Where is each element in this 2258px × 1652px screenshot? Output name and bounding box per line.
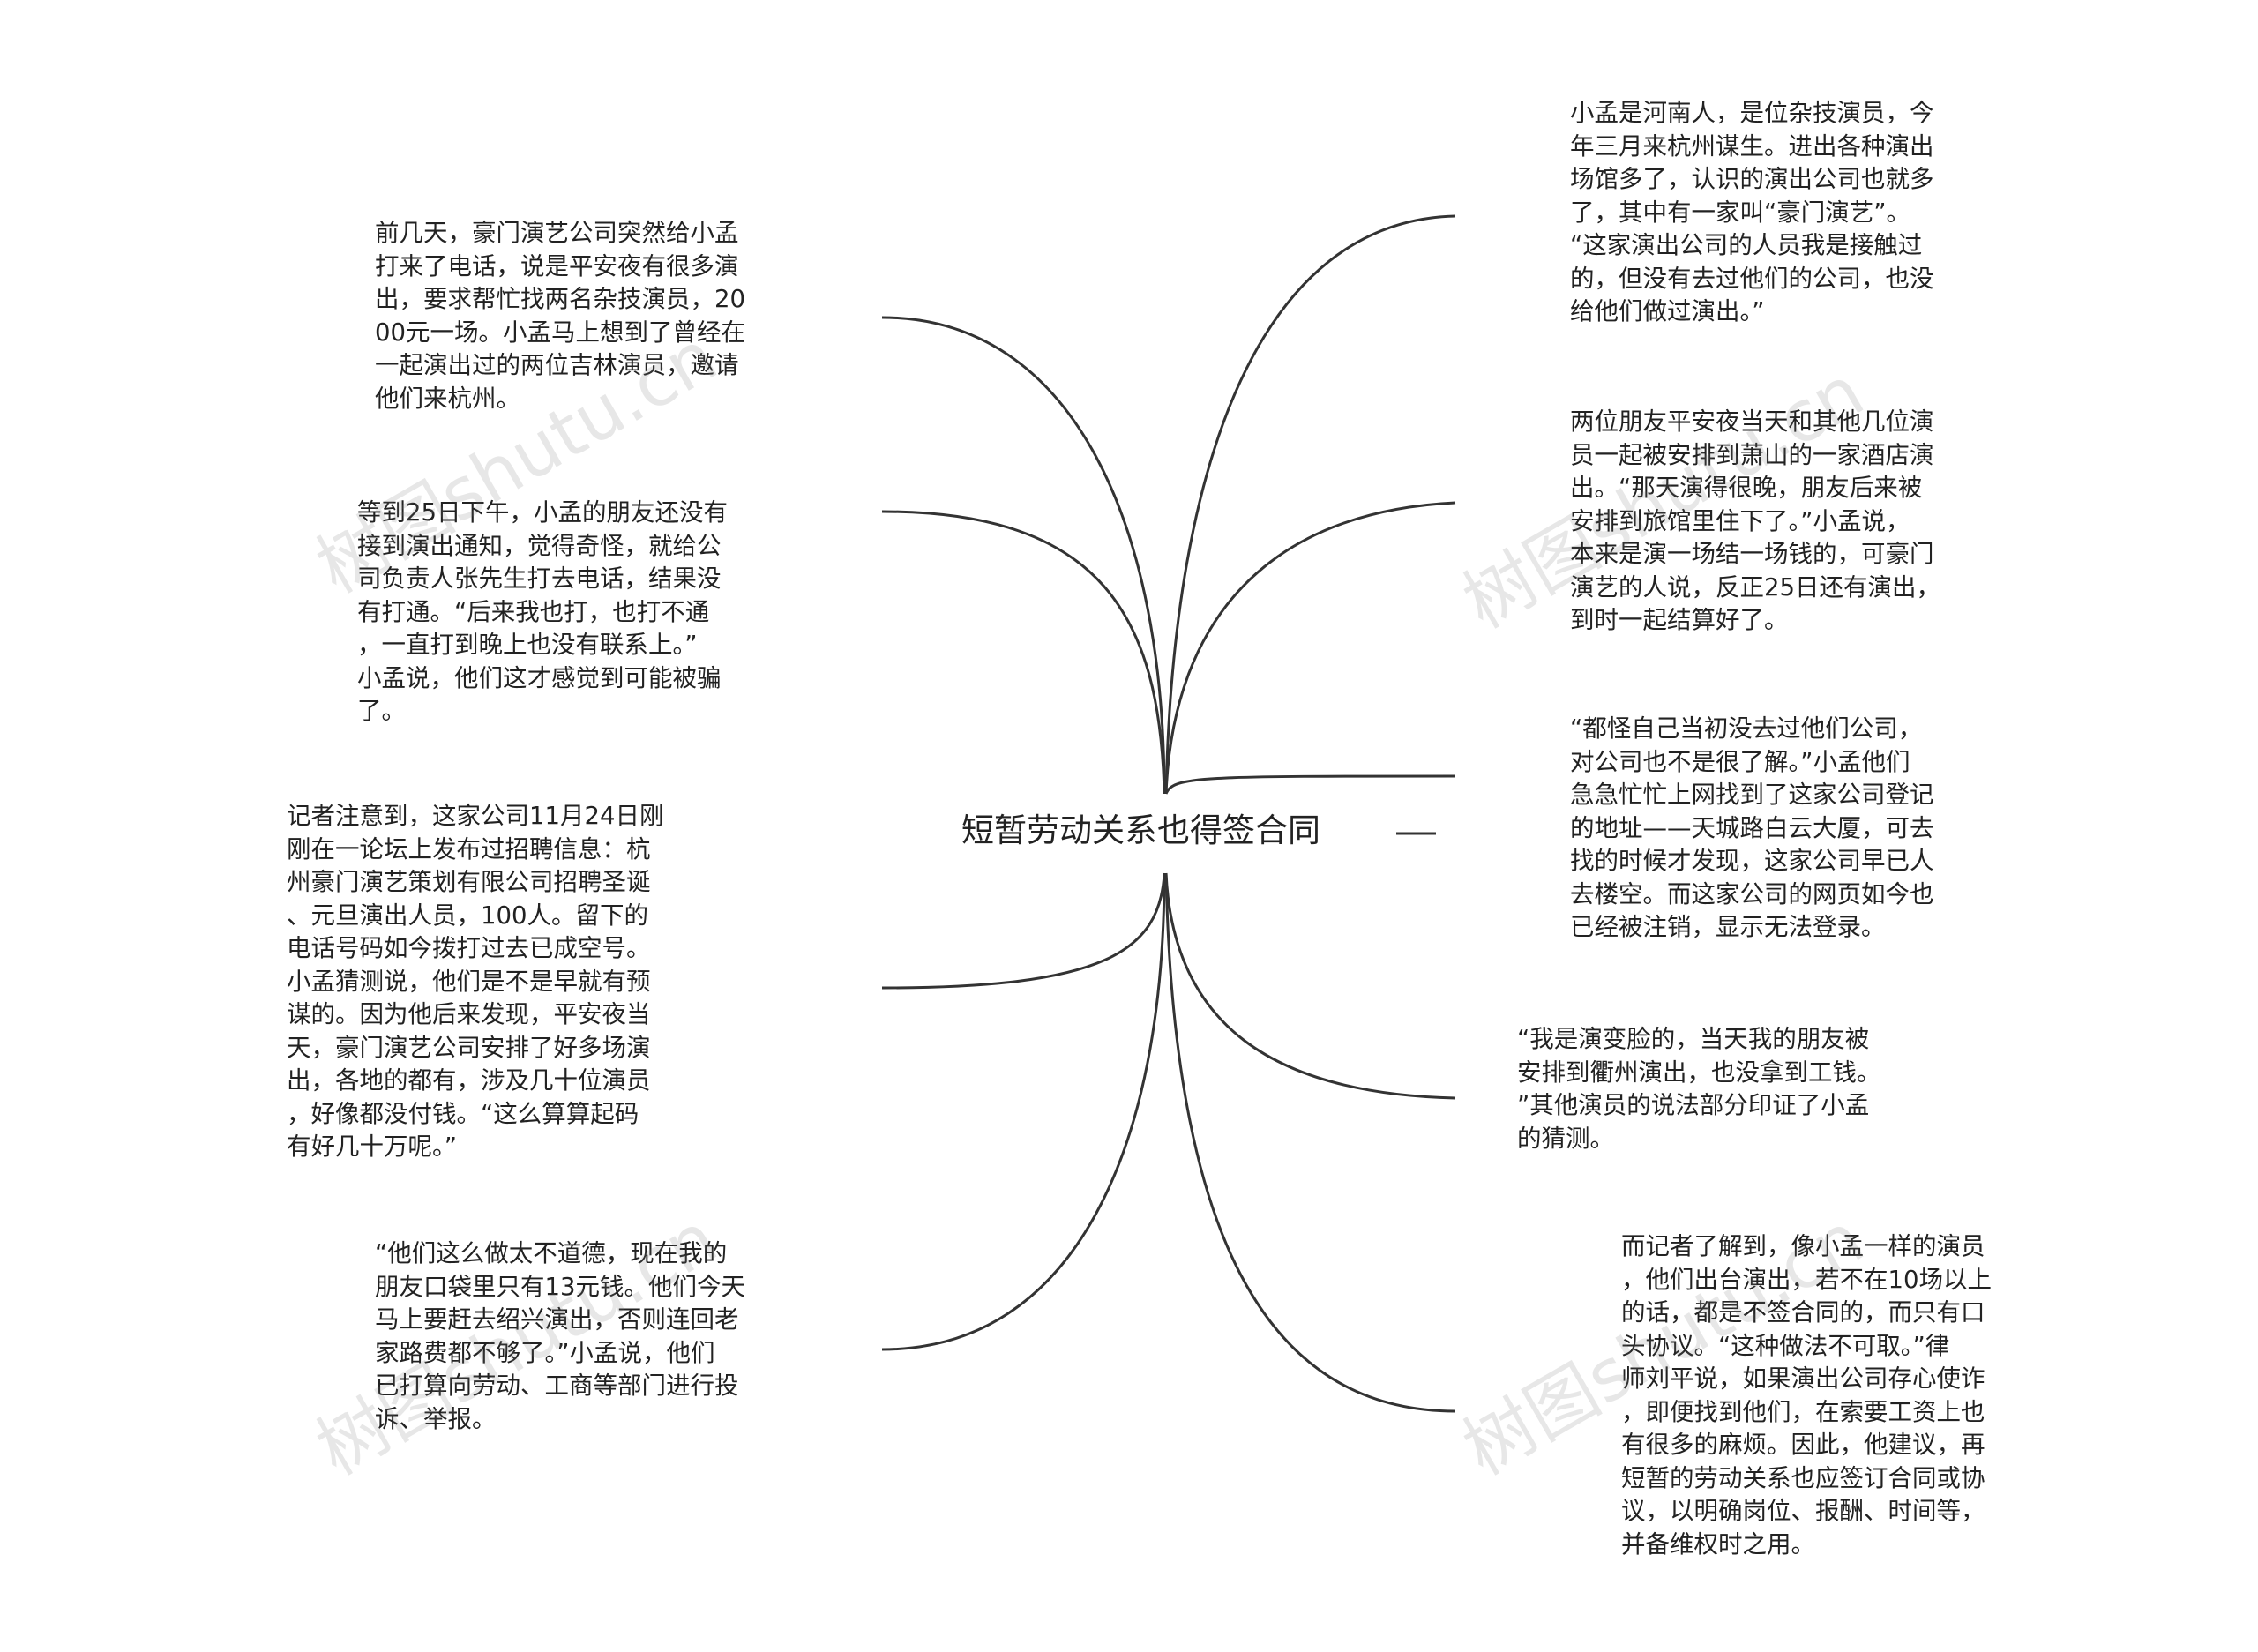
left-node-1-line: 打来了电话，说是平安夜有很多演 bbox=[375, 251, 739, 280]
right-node-1-line: 给他们做过演出。” bbox=[1570, 297, 1765, 325]
left-node-4-line: 马上要赶去绍兴演出，否则连回老 bbox=[375, 1305, 739, 1334]
left-node-2-line: 接到演出通知，觉得奇怪，就给公 bbox=[357, 531, 722, 560]
right-node-1-line: 的，但没有去过他们的公司，也没 bbox=[1570, 264, 1934, 293]
left-node-4-line: 已打算向劳动、工商等部门进行投 bbox=[375, 1372, 739, 1400]
connector-left-2 bbox=[881, 510, 1166, 795]
connector-right-4 bbox=[1164, 872, 1456, 1100]
right-node-1-line: 年三月来杭州谋生。进出各种演出 bbox=[1570, 131, 1934, 161]
left-node-3[interactable]: 记者注意到，这家公司11月24日刚 刚在一论坛上发布过招聘信息：杭 州豪门演艺策… bbox=[287, 800, 684, 1164]
right-node-4-line: 的猜测。 bbox=[1517, 1124, 1614, 1153]
right-node-5-line: 的话，都是不签合同的，而只有口 bbox=[1621, 1298, 1985, 1327]
left-node-3-line: 出，各地的都有，涉及几十位演员 bbox=[287, 1066, 651, 1095]
left-node-1-line: 前几天，豪门演艺公司突然给小孟 bbox=[375, 219, 739, 247]
left-node-2-line: 有打通。“后来我也打，也打不通 bbox=[357, 597, 710, 626]
connector-right-3 bbox=[1164, 774, 1456, 795]
right-node-5-line: 师刘平说，如果演出公司存心使诈 bbox=[1621, 1364, 1985, 1393]
left-node-3-line: 刚在一论坛上发布过招聘信息：杭 bbox=[287, 834, 651, 863]
left-node-3-line: 州豪门演艺策划有限公司招聘圣诞 bbox=[287, 868, 651, 896]
right-node-2-line: 安排到旅馆里住下了。”小孟说， bbox=[1570, 506, 1910, 535]
left-node-4-line: 家路费都不够了。”小孟说，他们 bbox=[375, 1338, 715, 1367]
right-node-1[interactable]: 小孟是河南人，是位杂技演员，今 年三月来杭州谋生。进出各种演出 场馆多了，认识的… bbox=[1570, 97, 1967, 329]
left-node-1-line: 00元一场。小孟马上想到了曾经在 bbox=[375, 318, 745, 347]
right-node-2-line: 员一起被安排到萧山的一家酒店演 bbox=[1570, 440, 1934, 469]
left-node-2-line: 等到25日下午，小孟的朋友还没有 bbox=[357, 498, 728, 527]
right-node-3-line: 去楼空。而这家公司的网页如今也 bbox=[1570, 879, 1934, 908]
right-node-4-line: “我是演变脸的，当天我的朋友被 bbox=[1517, 1025, 1870, 1053]
right-node-3-line: 已经被注销，显示无法登录。 bbox=[1570, 913, 1886, 941]
left-node-2-line: 司负责人张先生打去电话，结果没 bbox=[357, 564, 722, 593]
left-node-2[interactable]: 等到25日下午，小孟的朋友还没有 接到演出通知，觉得奇怪，就给公 司负责人张先生… bbox=[357, 497, 754, 729]
right-node-2-line: 出。“那天演得很晚，朋友后来被 bbox=[1570, 474, 1923, 502]
left-node-3-line: ，好像都没付钱。“这么算算起码 bbox=[287, 1099, 639, 1128]
right-node-3-line: “都怪自己当初没去过他们公司， bbox=[1570, 714, 1923, 743]
left-node-1-line: 一起演出过的两位吉林演员，邀请 bbox=[375, 351, 739, 379]
left-node-4-line: 朋友口袋里只有13元钱。他们今天 bbox=[375, 1272, 745, 1301]
connector-right-5 bbox=[1164, 872, 1456, 1413]
right-node-4-line: ”其他演员的说法部分印证了小孟 bbox=[1517, 1091, 1870, 1119]
right-node-5-line: 并备维权时之用。 bbox=[1621, 1529, 1815, 1559]
right-node-5-line: ，即便找到他们，在索要工资上也 bbox=[1621, 1397, 1985, 1426]
left-node-2-line: 了。 bbox=[357, 697, 406, 725]
left-node-3-line: 电话号码如今拨打过去已成空号。 bbox=[287, 934, 651, 962]
right-node-5-line: 议，以明确岗位、报酬、时间等， bbox=[1621, 1497, 1985, 1525]
right-node-5-line: 短暂的劳动关系也应签订合同或协 bbox=[1621, 1463, 1985, 1492]
right-node-5[interactable]: 而记者了解到，像小孟一样的演员 ，他们出台演出，若不在10场以上 的话，都是不签… bbox=[1621, 1230, 2018, 1561]
right-node-5-line: ，他们出台演出，若不在10场以上 bbox=[1621, 1265, 1992, 1294]
connector-left-1 bbox=[881, 316, 1166, 795]
right-node-1-line: 了，其中有一家叫“豪门演艺”。 bbox=[1570, 198, 1910, 227]
right-node-2-line: 两位朋友平安夜当天和其他几位演 bbox=[1570, 407, 1934, 436]
right-node-5-line: 有很多的麻烦。因此，他建议，再 bbox=[1621, 1431, 1985, 1459]
left-node-2-line: ，一直打到晚上也没有联系上。” bbox=[357, 631, 698, 659]
left-node-2-line: 小孟说，他们这才感觉到可能被骗 bbox=[357, 663, 722, 692]
left-node-1-line: 出，要求帮忙找两名杂技演员，20 bbox=[375, 285, 745, 313]
right-node-2-line: 演艺的人说，反正25日还有演出， bbox=[1570, 572, 1940, 602]
connector-right-2 bbox=[1164, 501, 1456, 795]
left-node-3-line: 、元旦演出人员，100人。留下的 bbox=[287, 901, 648, 930]
right-node-5-line: 头协议。“这种做法不可取。”律 bbox=[1621, 1331, 1950, 1360]
connector-left-4 bbox=[881, 872, 1166, 1351]
right-node-2-line: 到时一起结算好了。 bbox=[1570, 606, 1789, 634]
left-node-3-line: 记者注意到，这家公司11月24日刚 bbox=[287, 802, 664, 830]
central-topic[interactable]: 短暂劳动关系也得签合同 bbox=[961, 811, 1320, 849]
right-node-1-line: 场馆多了，认识的演出公司也就多 bbox=[1570, 165, 1934, 193]
left-node-3-line: 谋的。因为他后来发现，平安夜当 bbox=[287, 1000, 651, 1028]
connector-right-1 bbox=[1164, 214, 1456, 795]
connector-left-3 bbox=[881, 872, 1166, 990]
left-node-1[interactable]: 前几天，豪门演艺公司突然给小孟 打来了电话，说是平安夜有很多演 出，要求帮忙找两… bbox=[375, 217, 772, 415]
right-node-3-line: 找的时候才发现，这家公司早已人 bbox=[1570, 847, 1934, 875]
right-node-1-line: 小孟是河南人，是位杂技演员，今 bbox=[1570, 99, 1934, 127]
right-node-2-line: 本来是演一场结一场钱的，可豪门 bbox=[1570, 540, 1934, 568]
right-node-2[interactable]: 两位朋友平安夜当天和其他几位演 员一起被安排到萧山的一家酒店演 出。“那天演得很… bbox=[1570, 406, 1967, 638]
left-node-3-line: 有好几十万呢。” bbox=[287, 1132, 457, 1161]
left-node-4-line: 诉、举报。 bbox=[375, 1404, 497, 1433]
right-node-3-line: 急急忙忙上网找到了这家公司登记 bbox=[1570, 781, 1934, 809]
right-node-3[interactable]: “都怪自己当初没去过他们公司， 对公司也不是很了解。”小孟他们 急急忙忙上网找到… bbox=[1570, 713, 1967, 945]
right-node-4-line: 安排到衢州演出，也没拿到工钱。 bbox=[1517, 1058, 1881, 1087]
left-node-3-line: 小孟猜测说，他们是不是早就有预 bbox=[287, 967, 651, 996]
right-node-3-line: 对公司也不是很了解。”小孟他们 bbox=[1570, 747, 1910, 776]
right-node-4[interactable]: “我是演变脸的，当天我的朋友被 安排到衢州演出，也没拿到工钱。 ”其他演员的说法… bbox=[1517, 1023, 1914, 1155]
left-node-3-line: 天，豪门演艺公司安排了好多场演 bbox=[287, 1033, 651, 1062]
right-node-3-line: 的地址——天城路白云大厦，可去 bbox=[1570, 813, 1934, 842]
left-node-4-line: “他们这么做太不道德，现在我的 bbox=[375, 1239, 728, 1267]
left-node-1-line: 他们来杭州。 bbox=[375, 384, 520, 413]
right-node-5-line: 而记者了解到，像小孟一样的演员 bbox=[1621, 1232, 1985, 1260]
left-node-4[interactable]: “他们这么做太不道德，现在我的 朋友口袋里只有13元钱。他们今天 马上要赶去绍兴… bbox=[375, 1237, 772, 1436]
right-node-1-line: “这家演出公司的人员我是接触过 bbox=[1570, 231, 1923, 259]
